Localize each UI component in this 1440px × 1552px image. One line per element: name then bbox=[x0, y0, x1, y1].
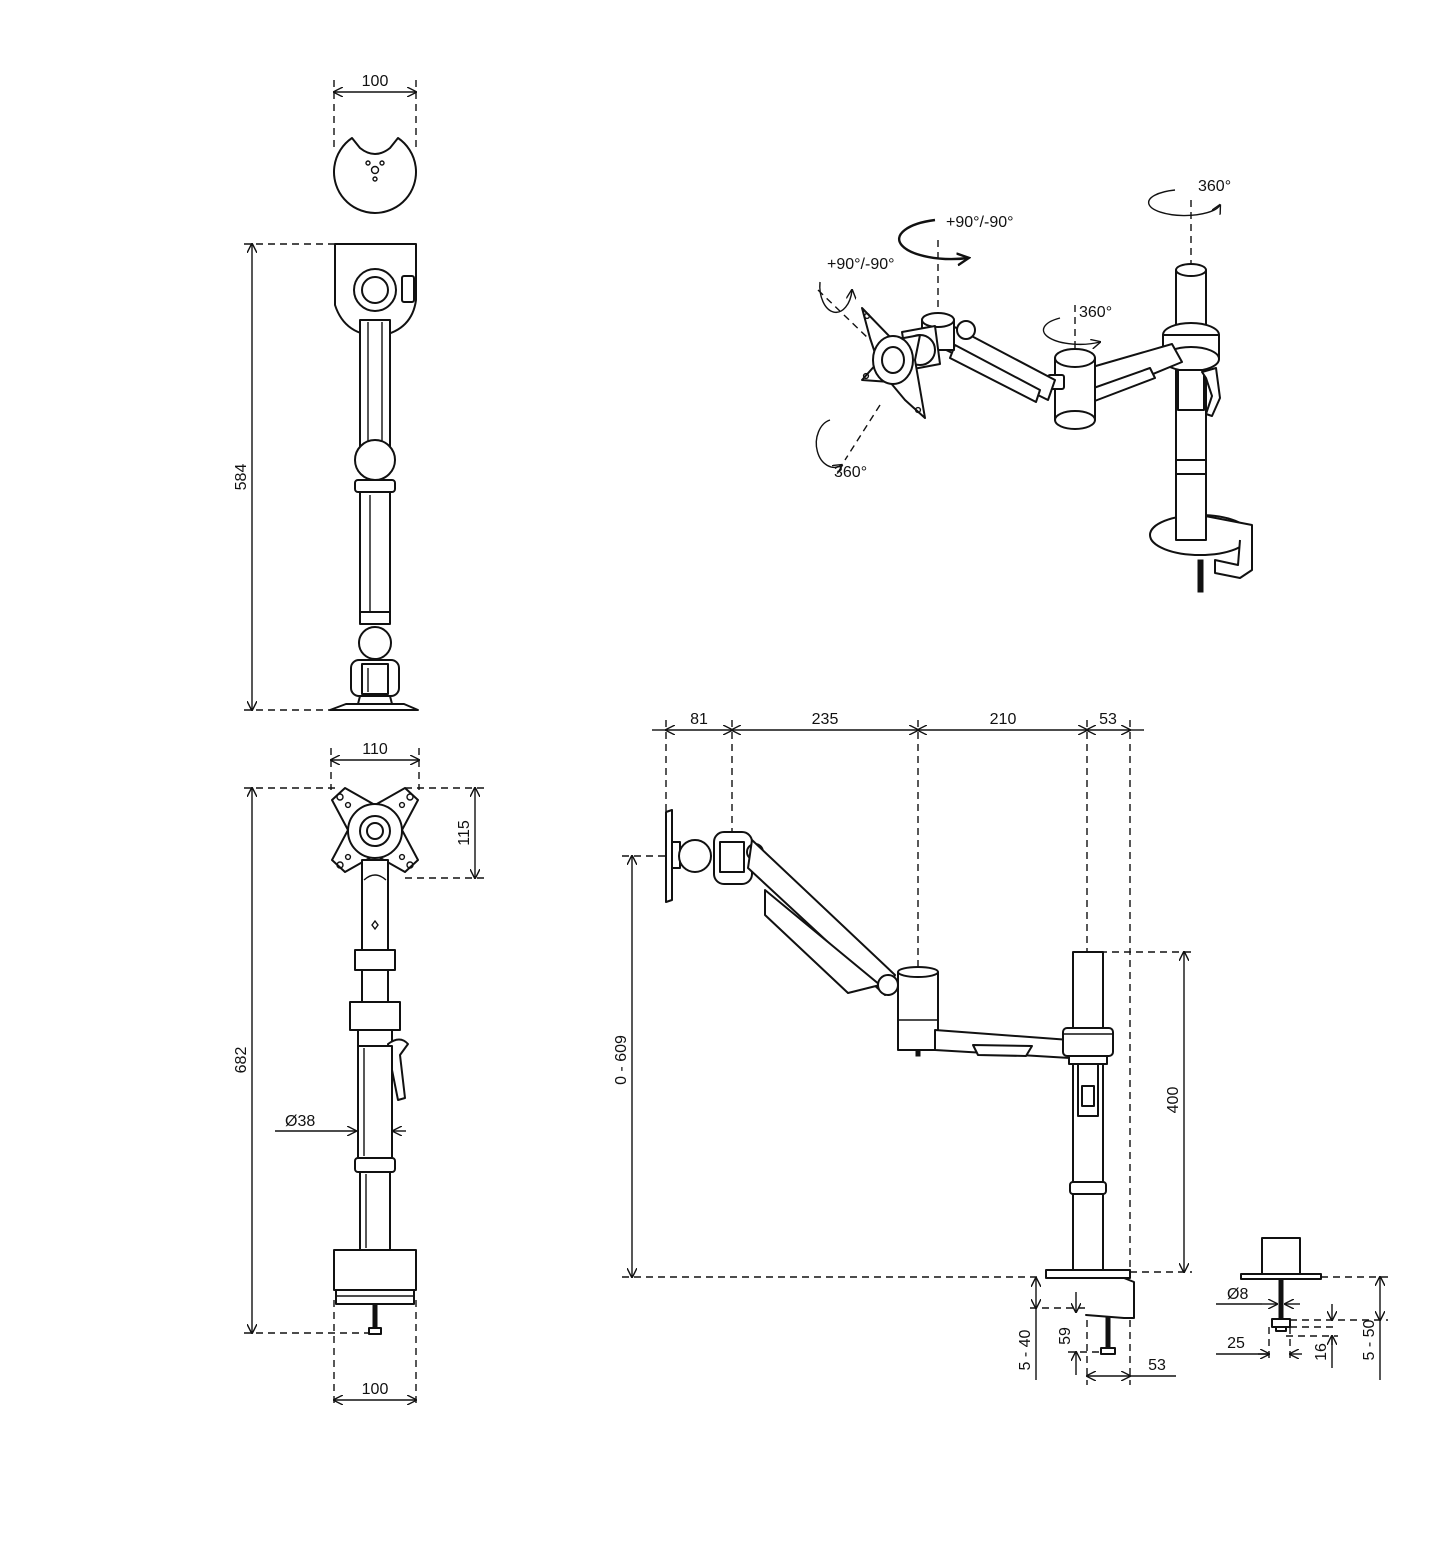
side-vesa-plate bbox=[665, 809, 673, 903]
reach-segment-4-label: 53 bbox=[1099, 711, 1117, 728]
top-width-label: 100 bbox=[362, 73, 389, 90]
iso-plate-rotation-label: 360° bbox=[834, 464, 867, 481]
plate-height-label: 115 bbox=[456, 820, 473, 846]
iso-swivel-label: +90°/-90° bbox=[827, 256, 895, 273]
pole-rotation-icon bbox=[1148, 189, 1220, 217]
height-range-label: 0 - 609 bbox=[613, 1035, 630, 1085]
grommet-pole-stub bbox=[1261, 1237, 1301, 1275]
front-view: 110 115 682 Ø38 100 bbox=[233, 741, 484, 1408]
side-view-folded: 584 bbox=[233, 243, 419, 711]
side-view-extended: 81 235 210 53 0 - 609 400 5 - 40 59 53 bbox=[613, 711, 1192, 1385]
iso-arm-rotation-label: 360° bbox=[1079, 304, 1112, 321]
iso-tilt-label: +90°/-90° bbox=[946, 214, 1014, 231]
desk-thickness-label: 5 - 40 bbox=[1017, 1329, 1034, 1370]
base-disc-outline bbox=[333, 137, 417, 214]
clamp-width-label: 53 bbox=[1148, 1357, 1166, 1374]
pole-height-label: 400 bbox=[1165, 1087, 1182, 1114]
swivel-rotation-icon bbox=[819, 281, 852, 314]
plate-width-label: 110 bbox=[362, 741, 388, 758]
bolt-diameter-label: Ø8 bbox=[1227, 1286, 1248, 1303]
reach-segment-2-label: 235 bbox=[812, 711, 839, 728]
top-view: 100 bbox=[333, 73, 417, 214]
clamp-depth-label: 59 bbox=[1057, 1327, 1074, 1345]
nut-label: 16 bbox=[1313, 1343, 1330, 1361]
bolt-label: 25 bbox=[1227, 1335, 1245, 1352]
grommet-detail: Ø8 25 16 5 - 50 bbox=[1216, 1237, 1388, 1380]
reach-segment-3-label: 210 bbox=[990, 711, 1017, 728]
base-width-label: 100 bbox=[362, 1381, 389, 1398]
reach-segment-1-label: 81 bbox=[690, 711, 708, 728]
side-base bbox=[1045, 1269, 1131, 1279]
iso-pole-rotation-label: 360° bbox=[1198, 178, 1231, 195]
iso-view: 360° 360° +90°/-90° +90°/-90° 360° bbox=[815, 178, 1253, 593]
total-height-label: 682 bbox=[233, 1047, 250, 1074]
pole-diameter-label: Ø38 bbox=[285, 1113, 315, 1130]
tilt-rotation-icon bbox=[897, 218, 968, 259]
plate-rotation-icon bbox=[815, 419, 842, 467]
folded-height-label: 584 bbox=[233, 464, 250, 491]
arm-rotation-icon bbox=[1042, 317, 1100, 344]
grommet-thickness-label: 5 - 50 bbox=[1361, 1319, 1378, 1360]
